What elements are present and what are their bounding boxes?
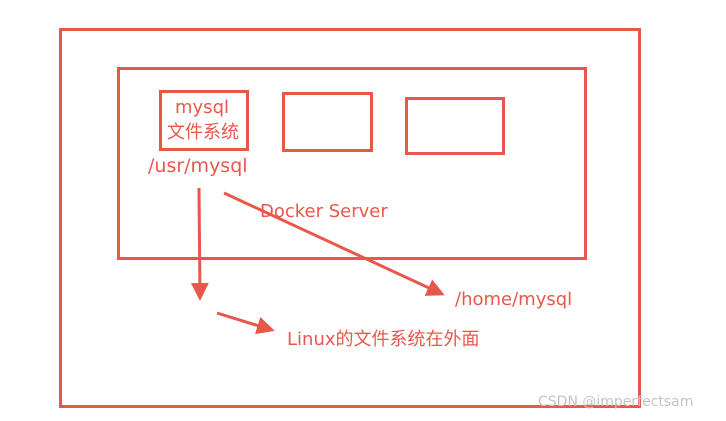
linux-fs-label: Linux的文件系统在外面	[287, 329, 480, 350]
docker-server-frame	[117, 67, 587, 260]
linux-host-frame	[59, 28, 641, 408]
arrow-down	[190, 187, 209, 301]
host-path-label: /home/mysql	[455, 289, 573, 310]
watermark-text: CSDN @imperfectsam	[538, 394, 694, 410]
arrow-to-linux-label	[216, 311, 275, 335]
container-name-label: mysql	[175, 97, 229, 118]
container-box-3	[405, 97, 505, 155]
container-box-2	[282, 92, 373, 152]
mysql-container-box	[159, 90, 249, 151]
container-fs-label: 文件系统	[167, 122, 239, 143]
docker-server-label: Docker Server	[260, 201, 388, 222]
container-path-label: /usr/mysql	[148, 155, 248, 177]
arrow-to-host-path	[223, 191, 445, 296]
